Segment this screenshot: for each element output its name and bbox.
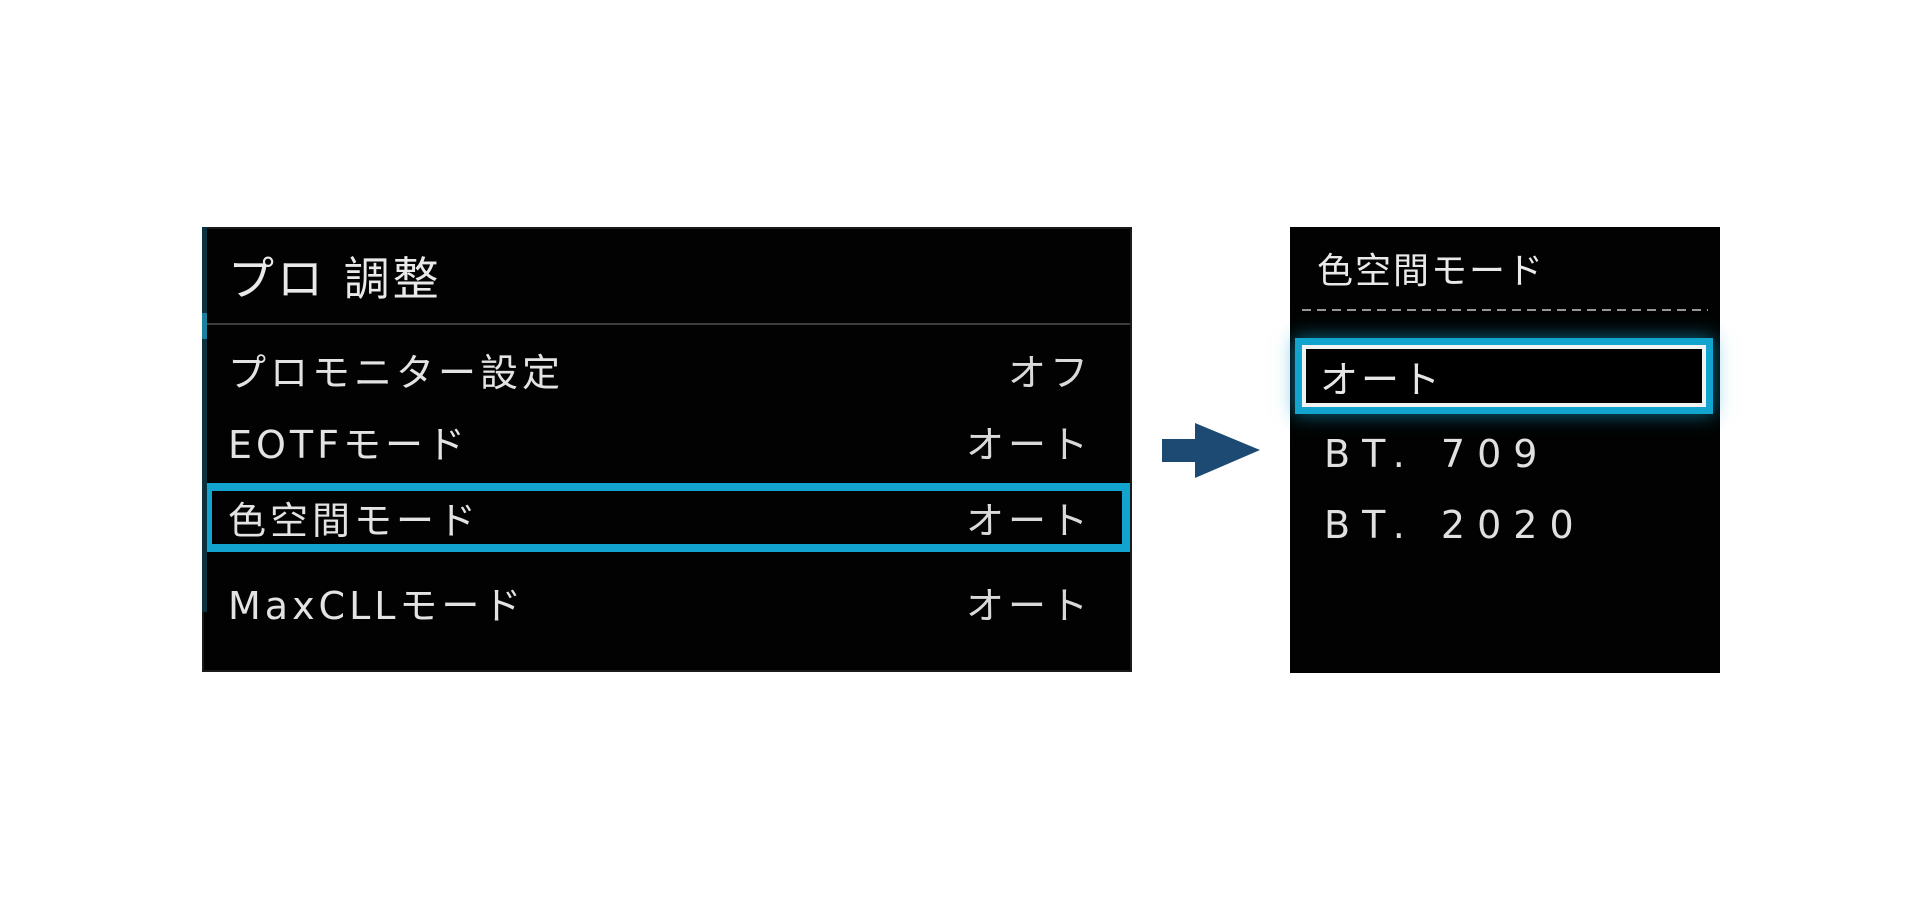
left-accent-highlight [202, 313, 207, 339]
menu-item-pro-monitor-settings[interactable]: プロモニター設定 オフ [204, 333, 1130, 405]
menu-item-value: オート [965, 583, 1092, 628]
menu-item-value: オート [965, 422, 1092, 467]
left-accent-bar [202, 227, 207, 612]
option-bt2020[interactable]: BT. 2020 [1290, 502, 1720, 548]
menu-item-label: 色空間モード [228, 499, 481, 543]
menu-title: プロ 調整 [228, 252, 442, 306]
option-bt709[interactable]: BT. 709 [1290, 431, 1720, 477]
menu-header: プロ 調整 [204, 229, 1130, 323]
option-label: BT. 709 [1324, 432, 1550, 476]
menu-item-list: プロモニター設定 オフ EOTFモード オート 色空間モード オート MaxCL… [204, 325, 1130, 638]
menu-item-label: EOTFモード [228, 422, 469, 467]
option-auto[interactable]: オート [1302, 345, 1706, 407]
menu-item-label: プロモニター設定 [228, 350, 565, 395]
color-space-mode-menu: 色空間モード オート BT. 709 BT. 2020 [1290, 227, 1720, 673]
title-divider [204, 323, 1130, 325]
menu-item-value: オート [965, 499, 1092, 543]
option-label: オート [1320, 357, 1444, 402]
option-label: BT. 2020 [1324, 503, 1586, 547]
menu-item-eotf-mode[interactable]: EOTFモード オート [204, 405, 1130, 477]
submenu-header: 色空間モード [1290, 227, 1720, 309]
submenu-title: 色空間モード [1317, 251, 1546, 292]
menu-item-color-space-mode[interactable]: 色空間モード オート [204, 483, 1130, 552]
menu-item-label: MaxCLLモード [228, 583, 526, 628]
arrow-right-icon [1162, 423, 1260, 478]
menu-item-value: オフ [1007, 350, 1092, 395]
menu-item-maxcll-mode[interactable]: MaxCLLモード オート [204, 566, 1130, 638]
pro-adjustment-menu: プロ 調整 プロモニター設定 オフ EOTFモード オート 色空間モード オート… [202, 227, 1132, 672]
option-list: オート BT. 709 BT. 2020 [1290, 345, 1720, 548]
submenu-divider [1302, 309, 1708, 311]
